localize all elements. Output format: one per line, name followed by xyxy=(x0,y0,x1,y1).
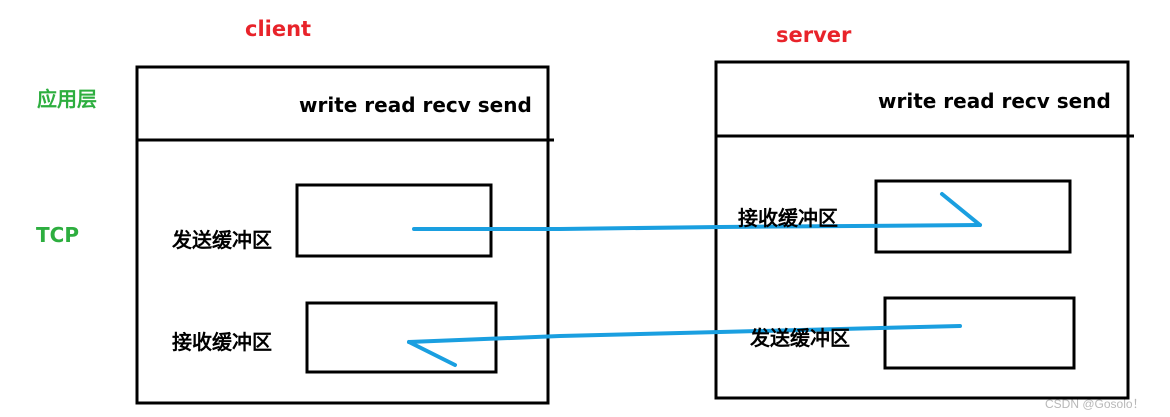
server-recv-buffer-label: 接收缓冲区 xyxy=(738,206,838,230)
server-send-buffer-box xyxy=(883,296,1076,370)
server-title: server xyxy=(776,23,852,47)
watermark: CSDN @Gosolo！ xyxy=(1045,397,1145,411)
recv-arrow xyxy=(407,324,962,367)
server-send-buffer-label: 发送缓冲区 xyxy=(750,326,850,350)
server-box xyxy=(714,60,1130,400)
client-api-text: write read recv send xyxy=(299,93,532,117)
client-title: client xyxy=(245,17,312,41)
server-api-text: write read recv send xyxy=(878,89,1111,113)
client-send-buffer-label: 发送缓冲区 xyxy=(172,228,272,252)
send-arrow xyxy=(412,192,982,231)
server-recv-buffer-box xyxy=(874,179,1072,254)
tcp-layer-label: TCP xyxy=(36,223,79,247)
client-recv-buffer-box xyxy=(305,301,498,374)
app-layer-label: 应用层 xyxy=(37,87,97,111)
client-recv-buffer-label: 接收缓冲区 xyxy=(172,330,272,354)
client-send-buffer-box xyxy=(295,183,493,258)
client-box xyxy=(135,65,550,405)
